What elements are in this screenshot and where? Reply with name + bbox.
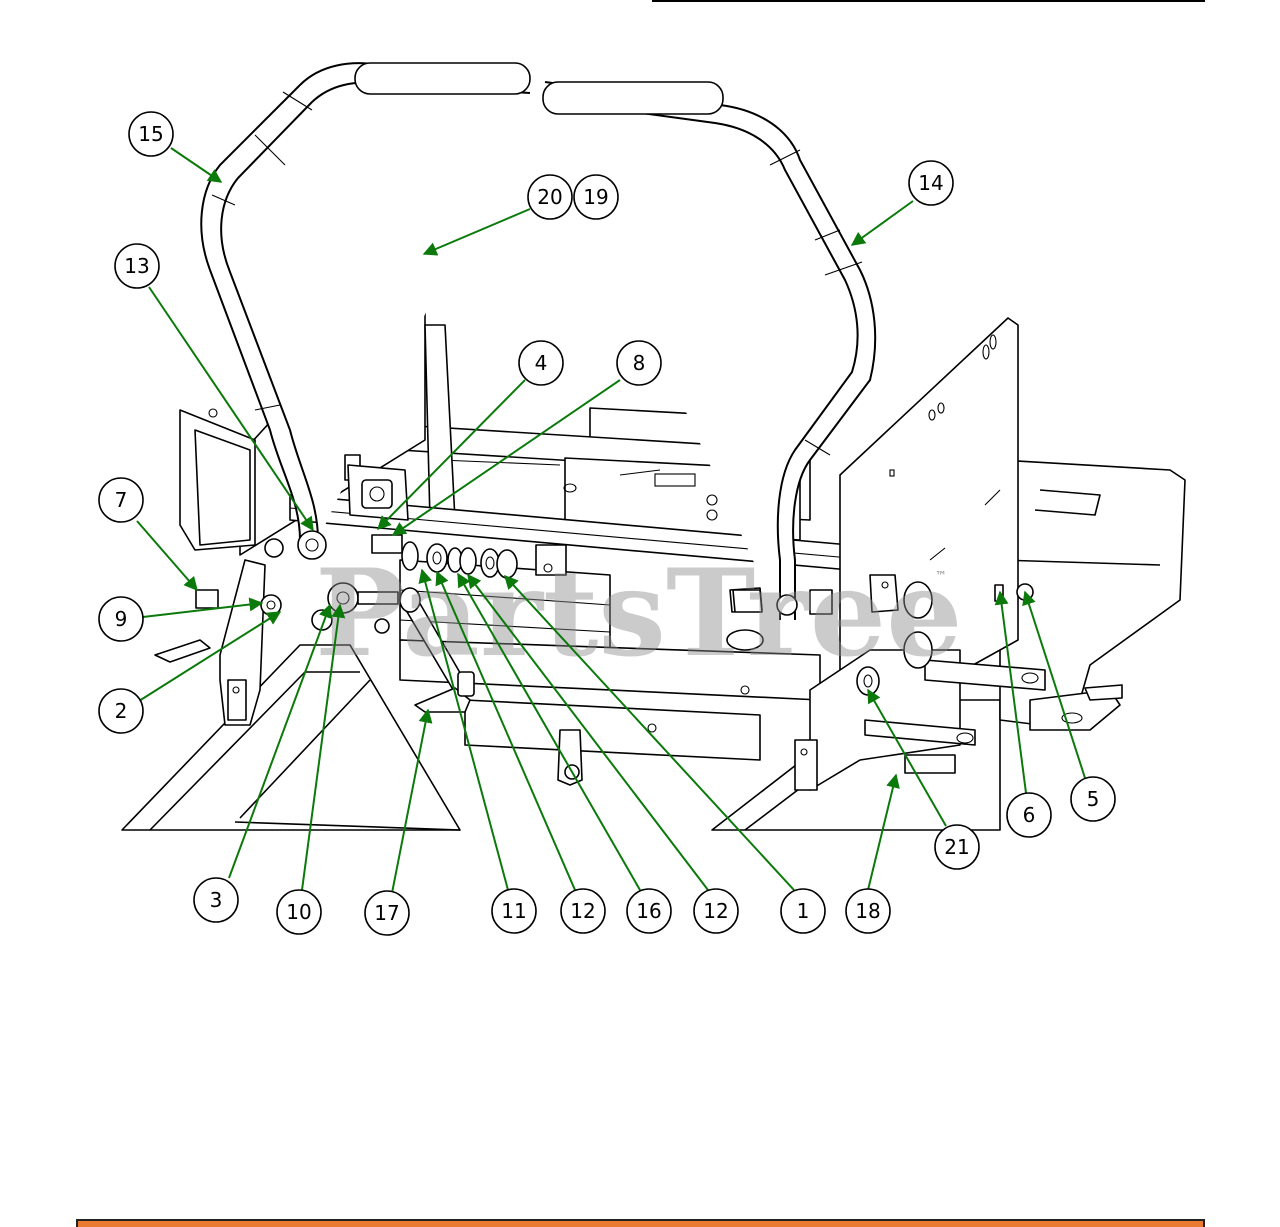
left-outer-bracket	[154, 408, 266, 726]
callout-18: 18	[845, 888, 891, 934]
callout-4: 4	[518, 340, 564, 386]
svg-text:4: 4	[535, 351, 548, 375]
svg-text:11: 11	[501, 899, 526, 923]
watermark-trademark: ™	[935, 569, 947, 583]
svg-text:12: 12	[570, 899, 595, 923]
header-rule	[652, 0, 1205, 2]
svg-text:9: 9	[115, 607, 128, 631]
footer-bar	[76, 1219, 1205, 1227]
callout-2: 2	[98, 688, 144, 734]
svg-text:10: 10	[286, 900, 311, 924]
callout-19: 19	[573, 174, 619, 220]
svg-text:1: 1	[797, 899, 810, 923]
svg-text:14: 14	[918, 171, 943, 195]
callout-10: 10	[276, 889, 322, 935]
handle-bar-left	[200, 62, 531, 541]
callout-11: 11	[491, 888, 537, 934]
leader-lines	[136, 147, 1086, 894]
callouts: 15 20 19 14 13 4 8 7 9 2 6 5 21 3 10 17 …	[98, 111, 1116, 936]
svg-text:13: 13	[124, 254, 149, 278]
svg-text:18: 18	[855, 899, 880, 923]
watermark: PartsTree	[315, 543, 962, 684]
callout-7: 7	[98, 477, 144, 523]
svg-text:3: 3	[210, 888, 223, 912]
callout-15: 15	[128, 111, 174, 157]
svg-text:17: 17	[374, 901, 399, 925]
callout-21: 21	[934, 824, 980, 870]
svg-text:12: 12	[703, 899, 728, 923]
handle-bar-right	[542, 81, 877, 620]
washer-stack	[371, 534, 567, 579]
callout-16: 16	[626, 888, 672, 934]
svg-text:2: 2	[115, 699, 128, 723]
callout-20: 20	[527, 174, 573, 220]
callout-6: 6	[1006, 792, 1052, 838]
svg-text:19: 19	[583, 185, 608, 209]
svg-text:16: 16	[636, 899, 661, 923]
callout-13: 13	[114, 243, 160, 289]
svg-text:7: 7	[115, 488, 128, 512]
callout-12a: 12	[560, 888, 606, 934]
callout-12b: 12	[693, 888, 739, 934]
svg-text:21: 21	[944, 835, 969, 859]
svg-text:6: 6	[1023, 803, 1036, 827]
callout-3: 3	[193, 877, 239, 923]
right-hardware	[726, 574, 1034, 774]
callout-1: 1	[780, 888, 826, 934]
callout-5: 5	[1070, 776, 1116, 822]
callout-9: 9	[98, 596, 144, 642]
callout-17: 17	[364, 890, 410, 936]
callout-8: 8	[616, 340, 662, 386]
svg-text:8: 8	[633, 351, 646, 375]
callout-14: 14	[908, 160, 954, 206]
svg-text:15: 15	[138, 122, 163, 146]
svg-text:20: 20	[537, 185, 562, 209]
svg-text:5: 5	[1087, 787, 1100, 811]
